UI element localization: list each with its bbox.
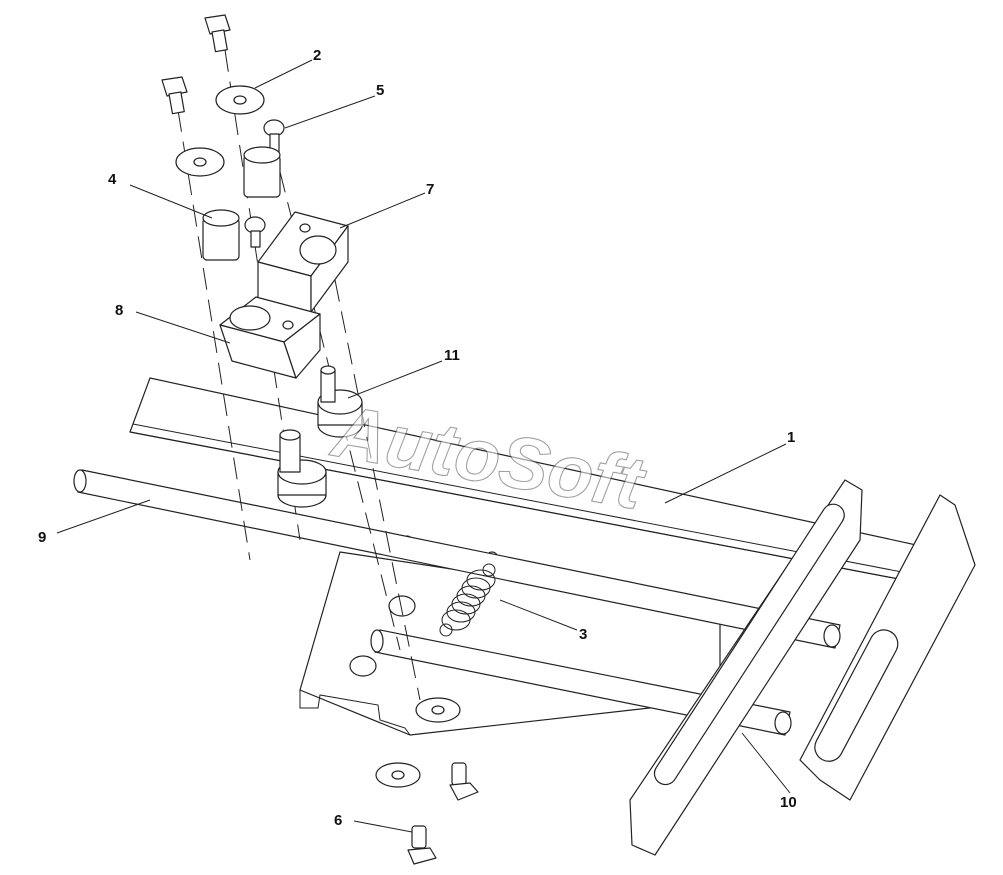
- lower-rod: [370, 629, 792, 736]
- top-bolt-left: [161, 76, 188, 115]
- top-bolt-right: [204, 14, 231, 53]
- right-slotted-plate: [799, 494, 976, 801]
- bottom-washer-right: [415, 697, 461, 723]
- callout-8: 8: [115, 302, 124, 319]
- callout-5: 5: [376, 82, 385, 99]
- part-6-bolt-right: [449, 762, 479, 801]
- callout-2: 2: [313, 47, 322, 64]
- part-5-screw-upper: [263, 119, 285, 155]
- callout-7: 7: [426, 181, 435, 198]
- part-2-washer-upper: [215, 85, 265, 115]
- part-2-washer-lower: [175, 147, 225, 177]
- bottom-washer-left: [375, 762, 421, 788]
- callout-3: 3: [579, 626, 588, 643]
- watermark-logo: AutoSoft: [325, 389, 652, 526]
- callout-11: 11: [444, 347, 460, 364]
- part-8-block: [219, 296, 321, 379]
- callout-4: 4: [108, 171, 117, 188]
- part-10-slotted-bracket: [629, 479, 863, 856]
- callout-1: 1: [787, 429, 796, 446]
- callout-10: 10: [780, 794, 797, 811]
- part-7-block: [257, 211, 349, 313]
- part-11-collar-post-lower: [277, 429, 327, 508]
- part-5-screw-lower: [244, 216, 266, 248]
- part-4-bushing-upper: [243, 146, 281, 198]
- callout-9: 9: [38, 529, 47, 546]
- part-4-bushing-lower: [202, 209, 240, 261]
- part-9-rod: [73, 469, 841, 649]
- part-3-spring: [439, 563, 496, 637]
- leader-lines: [56, 59, 791, 833]
- part-11-collar-post-upper: [317, 365, 363, 438]
- callout-6: 6: [334, 812, 343, 829]
- part-6-bolt-left: [407, 825, 437, 865]
